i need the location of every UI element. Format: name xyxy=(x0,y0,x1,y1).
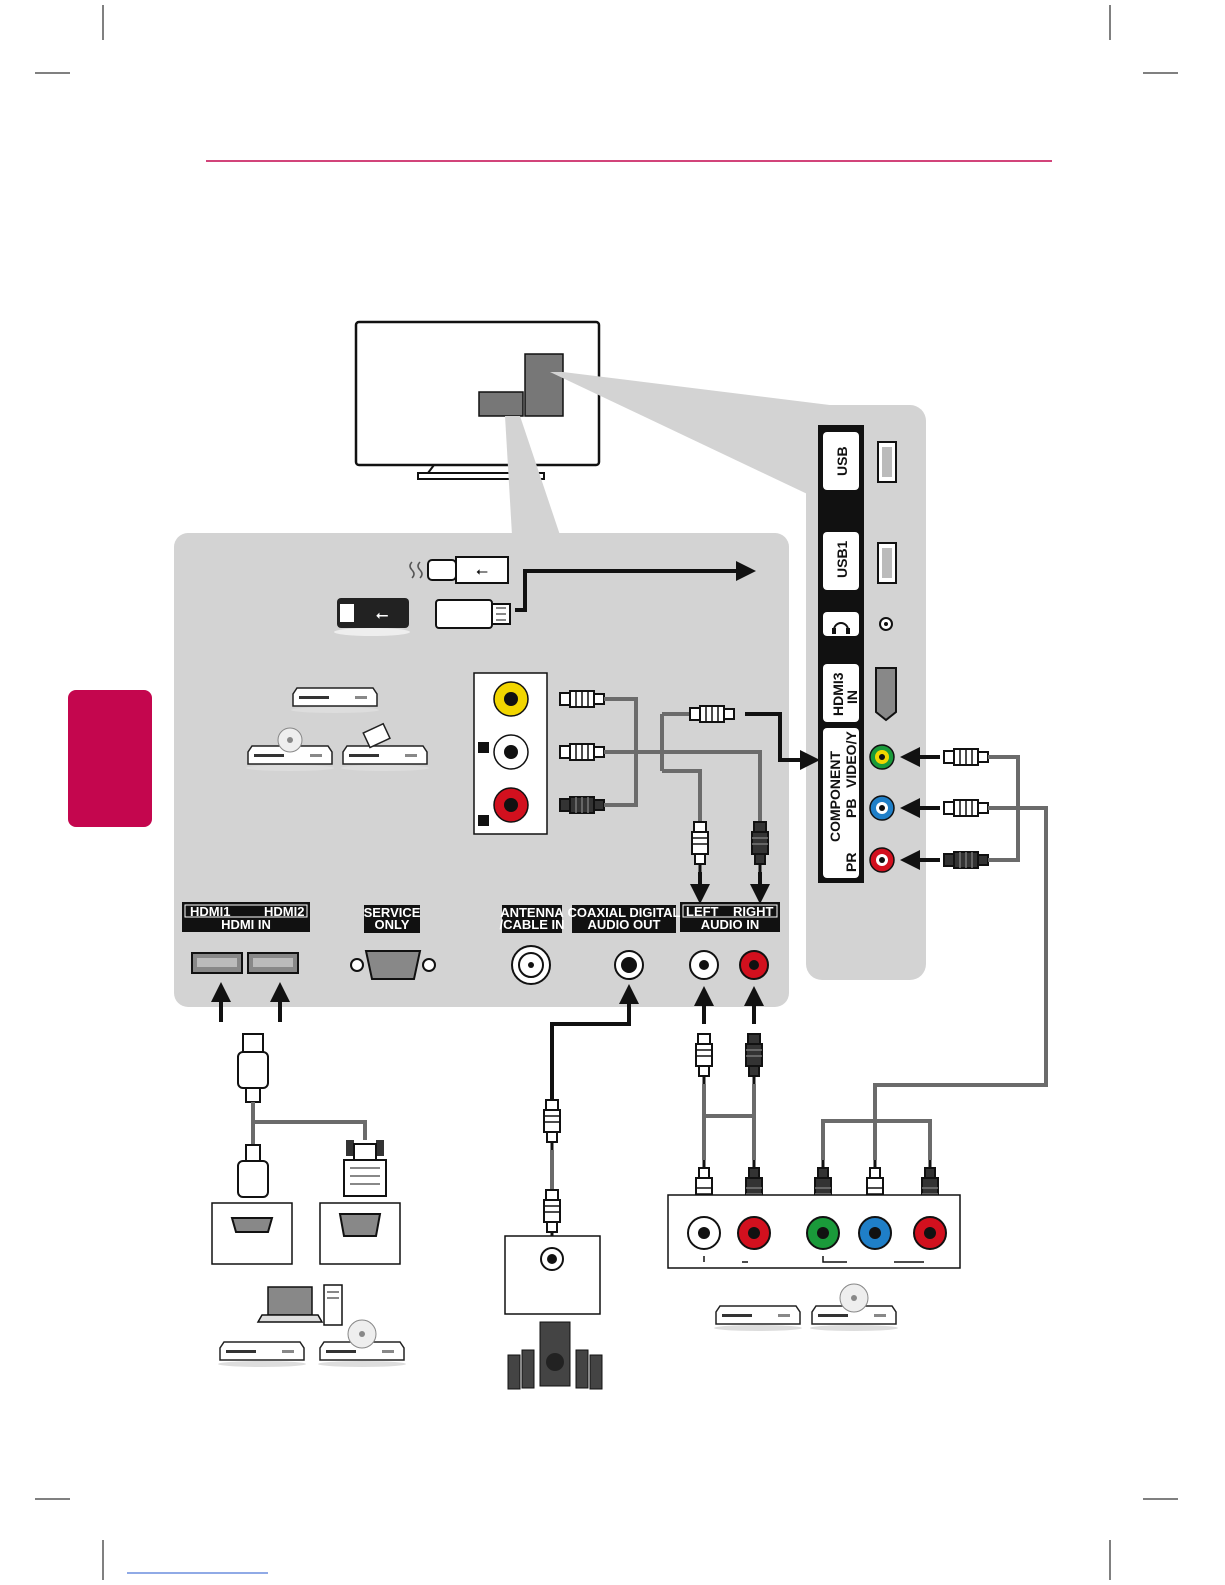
hdmi-port-2[interactable] xyxy=(248,953,298,973)
audio-in-left-port[interactable] xyxy=(690,951,718,979)
usb1-port[interactable] xyxy=(878,543,896,583)
audio-in-label: AUDIO IN xyxy=(701,917,760,932)
side-tab xyxy=(68,690,152,827)
svg-text:⭠: ⭠ xyxy=(476,562,488,580)
tv-icon xyxy=(356,322,599,479)
hdmi-plug-icon xyxy=(238,1034,268,1197)
laptop-icon xyxy=(258,1287,322,1322)
audio-in-right-port[interactable] xyxy=(740,951,768,979)
speaker-system-icon xyxy=(508,1322,602,1389)
usb-stick-icon xyxy=(436,600,510,628)
usb1-label: USB1 xyxy=(834,540,850,578)
svg-text:⭠: ⭠ xyxy=(376,605,389,624)
audio-cables xyxy=(704,1084,754,1160)
coaxial-receiver-port-box xyxy=(505,1236,600,1314)
coaxial-audio-out-port[interactable] xyxy=(615,951,643,979)
antenna-port[interactable] xyxy=(512,946,550,984)
dvi-plug-icon xyxy=(344,1140,386,1196)
component-label: COMPONENT xyxy=(827,751,843,842)
set-top-box-icon xyxy=(218,1342,306,1367)
hdmi-in-label: HDMI IN xyxy=(221,917,271,932)
audio-out-label: AUDIO OUT xyxy=(588,917,661,932)
composite-jack-block xyxy=(474,673,547,834)
video-y-label: VIDEO/Y xyxy=(843,731,859,788)
source-output-jack-box xyxy=(668,1195,960,1268)
hdmi-source-port-box xyxy=(212,1203,292,1264)
component-y-port[interactable] xyxy=(870,745,894,769)
dvi-source-port-box xyxy=(320,1203,400,1264)
set-top-box-icon xyxy=(291,688,379,713)
dvd-player-icon xyxy=(318,1320,406,1367)
set-top-box-icon xyxy=(714,1306,802,1331)
pc-tower-icon xyxy=(324,1285,342,1325)
component-pb-port[interactable] xyxy=(870,796,894,820)
hdmi3-in-label: IN xyxy=(844,690,860,704)
dvd-player-icon xyxy=(810,1284,898,1331)
pr-label: PR xyxy=(843,853,859,872)
pb-label: PB xyxy=(843,799,859,818)
hdmi-port-1[interactable] xyxy=(192,953,242,973)
usb-drive-icon: ⭠ xyxy=(334,598,410,636)
component-pr-port[interactable] xyxy=(870,848,894,872)
service-only-label: ONLY xyxy=(375,917,410,932)
hdmi-dvi-cable xyxy=(253,1122,365,1140)
usb-port[interactable] xyxy=(878,442,896,482)
usb-label: USB xyxy=(834,446,850,476)
headphone-port[interactable] xyxy=(880,618,892,630)
cable-in-label: /CABLE IN xyxy=(500,917,565,932)
arrow-icon xyxy=(552,992,629,1100)
hdmi3-port[interactable] xyxy=(876,668,896,720)
